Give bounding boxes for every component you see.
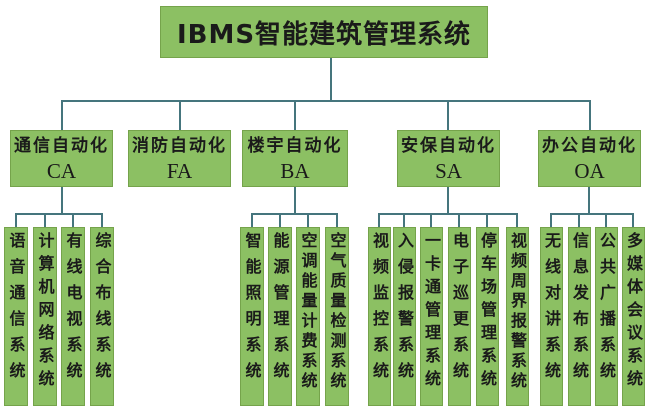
connector-line — [378, 213, 380, 227]
connector-line — [458, 213, 460, 227]
connector-line — [403, 213, 405, 227]
leaf-node-smart-lighting: 智能照明系统 — [240, 227, 264, 406]
branch-node-sa: 安保自动化 SA — [397, 130, 500, 187]
connector-line — [251, 213, 253, 227]
leaf-label: 语音通信系统 — [6, 232, 26, 388]
leaf-node-info-release: 信息发布系统 — [568, 227, 591, 406]
leaf-node-video-surveillance: 视频监控系统 — [368, 227, 391, 406]
leaf-node-voice-communication: 语音通信系统 — [4, 227, 28, 406]
connector-line — [101, 213, 103, 227]
connector-line — [447, 101, 449, 130]
leaf-node-multimedia-conference: 多媒体会议系统 — [622, 227, 645, 406]
branch-abbr: BA — [280, 158, 310, 183]
leaf-node-computer-network: 计算机网络系统 — [33, 227, 57, 406]
leaf-label: 能源管理系统 — [270, 232, 290, 388]
connector-line — [550, 213, 552, 227]
connector-line — [61, 187, 63, 214]
leaf-label: 有线电视系统 — [63, 232, 83, 388]
leaf-node-intrusion-alarm: 入侵报警系统 — [393, 227, 416, 406]
branch-node-oa: 办公自动化 OA — [538, 130, 641, 187]
branch-node-ba: 楼宇自动化 BA — [242, 130, 348, 187]
connector-line — [336, 213, 338, 227]
branch-abbr: FA — [166, 158, 193, 183]
leaf-node-energy-management: 能源管理系统 — [268, 227, 292, 406]
connector-line — [307, 213, 309, 227]
leaf-node-cable-tv: 有线电视系统 — [61, 227, 85, 406]
leaf-label: 一卡通管理系统 — [422, 232, 441, 393]
connector-line — [251, 213, 338, 215]
connector-line — [486, 213, 488, 227]
leaf-label: 计算机网络系统 — [35, 232, 55, 393]
branch-node-ca: 通信自动化 CA — [10, 130, 113, 187]
leaf-node-perimeter-alarm: 视频周界报警系统 — [506, 227, 529, 406]
connector-line — [578, 213, 580, 227]
branch-label: 楼宇自动化 — [247, 135, 343, 156]
connector-line — [516, 213, 518, 227]
leaf-node-parking-management: 停车场管理系统 — [476, 227, 499, 406]
leaf-node-hvac-metering: 空调能量计费系统 — [296, 227, 320, 406]
leaf-label: 入侵报警系统 — [395, 232, 414, 388]
branch-abbr: OA — [574, 158, 605, 183]
branch-label: 消防自动化 — [132, 135, 227, 156]
leaf-label: 电子巡更系统 — [450, 232, 469, 388]
connector-line — [588, 187, 590, 214]
connector-line — [61, 100, 591, 102]
branch-label: 办公自动化 — [542, 135, 637, 156]
branch-label: 安保自动化 — [401, 135, 496, 156]
connector-line — [279, 213, 281, 227]
connector-line — [44, 213, 46, 227]
leaf-label: 多媒体会议系统 — [624, 232, 643, 393]
branch-node-fa: 消防自动化 FA — [128, 130, 231, 187]
connector-line — [179, 101, 181, 130]
connector-line — [447, 187, 449, 214]
leaf-label: 信息发布系统 — [570, 232, 589, 388]
connector-line — [294, 101, 296, 130]
connector-line — [589, 101, 591, 130]
leaf-label: 公共广播系统 — [597, 232, 616, 388]
root-node-ibms: IBMS智能建筑管理系统 — [160, 6, 488, 58]
leaf-node-public-address: 公共广播系统 — [595, 227, 618, 406]
connector-line — [330, 58, 332, 101]
leaf-label: 空调能量计费系统 — [298, 232, 318, 392]
leaf-node-one-card: 一卡通管理系统 — [420, 227, 443, 406]
leaf-label: 综合布线系统 — [92, 232, 112, 388]
leaf-label: 视频监控系统 — [370, 232, 389, 388]
connector-line — [15, 213, 17, 227]
leaf-node-air-quality: 空气质量检测系统 — [325, 227, 349, 406]
leaf-label: 无线对讲系统 — [542, 232, 561, 388]
branch-abbr: SA — [435, 158, 462, 183]
leaf-label: 视频周界报警系统 — [508, 232, 527, 392]
connector-line — [72, 213, 74, 227]
leaf-label: 智能照明系统 — [242, 232, 262, 388]
branch-label: 通信自动化 — [14, 135, 109, 156]
connector-line — [632, 213, 634, 227]
connector-line — [605, 213, 607, 227]
connector-line — [430, 213, 432, 227]
connector-line — [550, 213, 634, 215]
leaf-node-structured-cabling: 综合布线系统 — [90, 227, 114, 406]
connector-line — [294, 187, 296, 214]
leaf-label: 空气质量检测系统 — [327, 232, 347, 392]
connector-line — [378, 213, 518, 215]
leaf-node-wireless-intercom: 无线对讲系统 — [540, 227, 563, 406]
connector-line — [15, 213, 103, 215]
branch-abbr: CA — [46, 158, 77, 183]
connector-line — [61, 101, 63, 130]
leaf-node-electronic-patrol: 电子巡更系统 — [448, 227, 471, 406]
leaf-label: 停车场管理系统 — [478, 232, 497, 393]
